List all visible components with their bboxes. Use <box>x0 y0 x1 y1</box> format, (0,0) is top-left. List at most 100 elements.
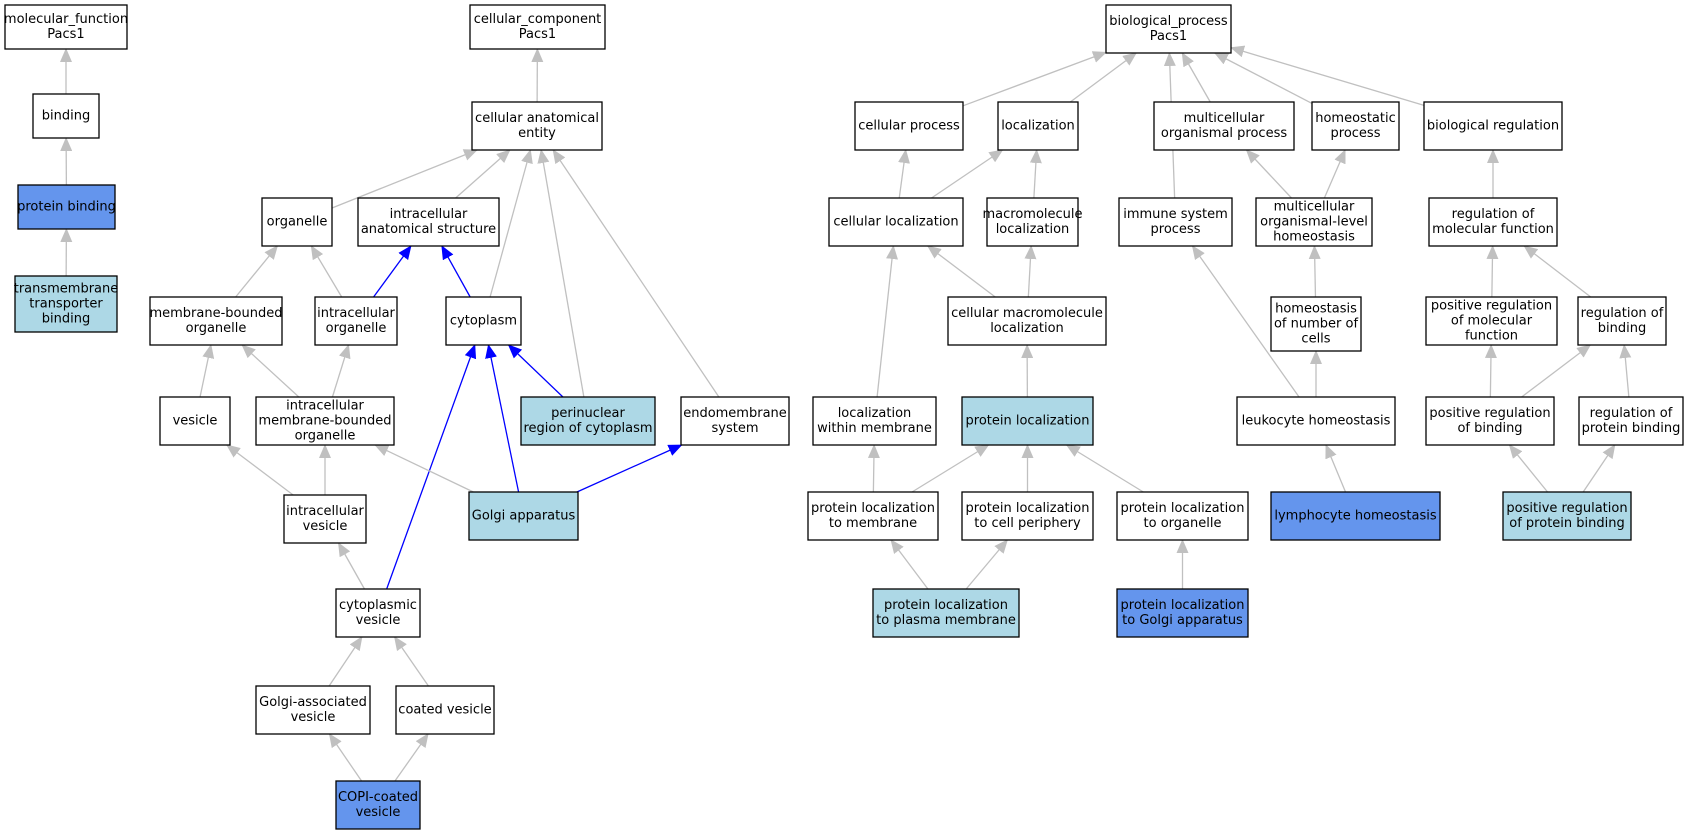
term-node-organelle[interactable]: organelle <box>261 197 333 247</box>
edge-perinuclear-to-cytoplasm <box>507 344 564 398</box>
term-label-line: process <box>1331 126 1381 141</box>
term-label-line: biological regulation <box>1427 119 1559 134</box>
term-label-line: organelle <box>267 215 328 230</box>
edge-golgi-to-cytoplasm <box>485 344 520 493</box>
edge-lwm-to-cl <box>876 245 898 398</box>
edge-gav-to-cv <box>328 636 363 687</box>
term-label-line: Golgi-associated <box>259 695 367 710</box>
term-label-line: intracellular <box>286 399 364 414</box>
term-label-line: to organelle <box>1144 516 1222 531</box>
edge-mbo-to-organelle <box>235 245 278 298</box>
term-label-line: leukocyte homeostasis <box>1242 414 1391 429</box>
term-node-cp[interactable]: cellular process <box>854 101 964 151</box>
edge-cv-to-iv <box>337 542 366 590</box>
term-box <box>947 296 1107 346</box>
term-box <box>1311 101 1400 151</box>
term-node-protein_binding[interactable]: protein binding <box>17 184 116 230</box>
term-label-line: process <box>1151 222 1201 237</box>
term-label-line: of protein binding <box>1509 516 1624 531</box>
term-box <box>1105 4 1232 54</box>
term-label-line: Pacs1 <box>519 27 556 42</box>
edge-br-to-bp <box>1230 45 1425 106</box>
term-node-coated[interactable]: coated vesicle <box>395 685 495 735</box>
term-box <box>961 491 1094 541</box>
edge-mlh-to-mop <box>1245 149 1292 199</box>
term-label-line: positive regulation <box>1431 299 1552 314</box>
edge-pltm-to-pl <box>911 444 990 493</box>
term-box <box>149 296 283 346</box>
term-node-golgi[interactable]: Golgi apparatus <box>468 491 579 541</box>
term-node-vesicle[interactable]: vesicle <box>159 396 231 446</box>
term-node-cytoplasm[interactable]: cytoplasm <box>445 296 522 346</box>
term-node-pl[interactable]: protein localization <box>961 396 1094 446</box>
term-box <box>680 396 790 446</box>
term-box <box>1425 296 1558 346</box>
edge-hnc-to-mlh <box>1308 245 1321 298</box>
term-node-binding[interactable]: binding <box>32 93 100 139</box>
term-label-line: vesicle <box>173 414 218 429</box>
term-box <box>335 588 421 638</box>
term-label-line: lymphocyte homeostasis <box>1274 509 1437 524</box>
term-label-line: cytoplasmic <box>339 598 417 613</box>
term-node-cl[interactable]: cellular localization <box>828 197 964 247</box>
edge-prmf-to-rmf <box>1486 245 1499 298</box>
term-box <box>1425 396 1555 446</box>
term-box <box>1153 101 1295 151</box>
term-label-line: binding <box>42 109 90 124</box>
term-node-br[interactable]: biological regulation <box>1423 101 1563 151</box>
edge-cytoplasm-to-ias <box>441 245 471 298</box>
term-label-line: of number of <box>1274 317 1358 332</box>
edge-golgi-to-endomembrane <box>576 444 683 493</box>
term-label-line: transmembrane <box>14 282 119 297</box>
edge-pltpm-to-pltm <box>890 539 929 590</box>
term-box <box>854 101 964 151</box>
term-node-lh[interactable]: leukocyte homeostasis <box>1236 396 1396 446</box>
term-node-loc[interactable]: localization <box>997 101 1079 151</box>
term-box <box>1116 588 1249 638</box>
term-label-line: binding <box>1598 321 1646 336</box>
term-box <box>255 396 395 446</box>
edge-cml-to-ml <box>1024 245 1037 298</box>
edge-hp-to-bp <box>1213 52 1313 105</box>
term-box <box>14 275 118 333</box>
term-box <box>1255 197 1373 247</box>
term-box <box>4 4 128 50</box>
term-node-lymph[interactable]: lymphocyte homeostasis <box>1270 491 1441 541</box>
edge-golgi-to-imbo <box>374 444 474 493</box>
